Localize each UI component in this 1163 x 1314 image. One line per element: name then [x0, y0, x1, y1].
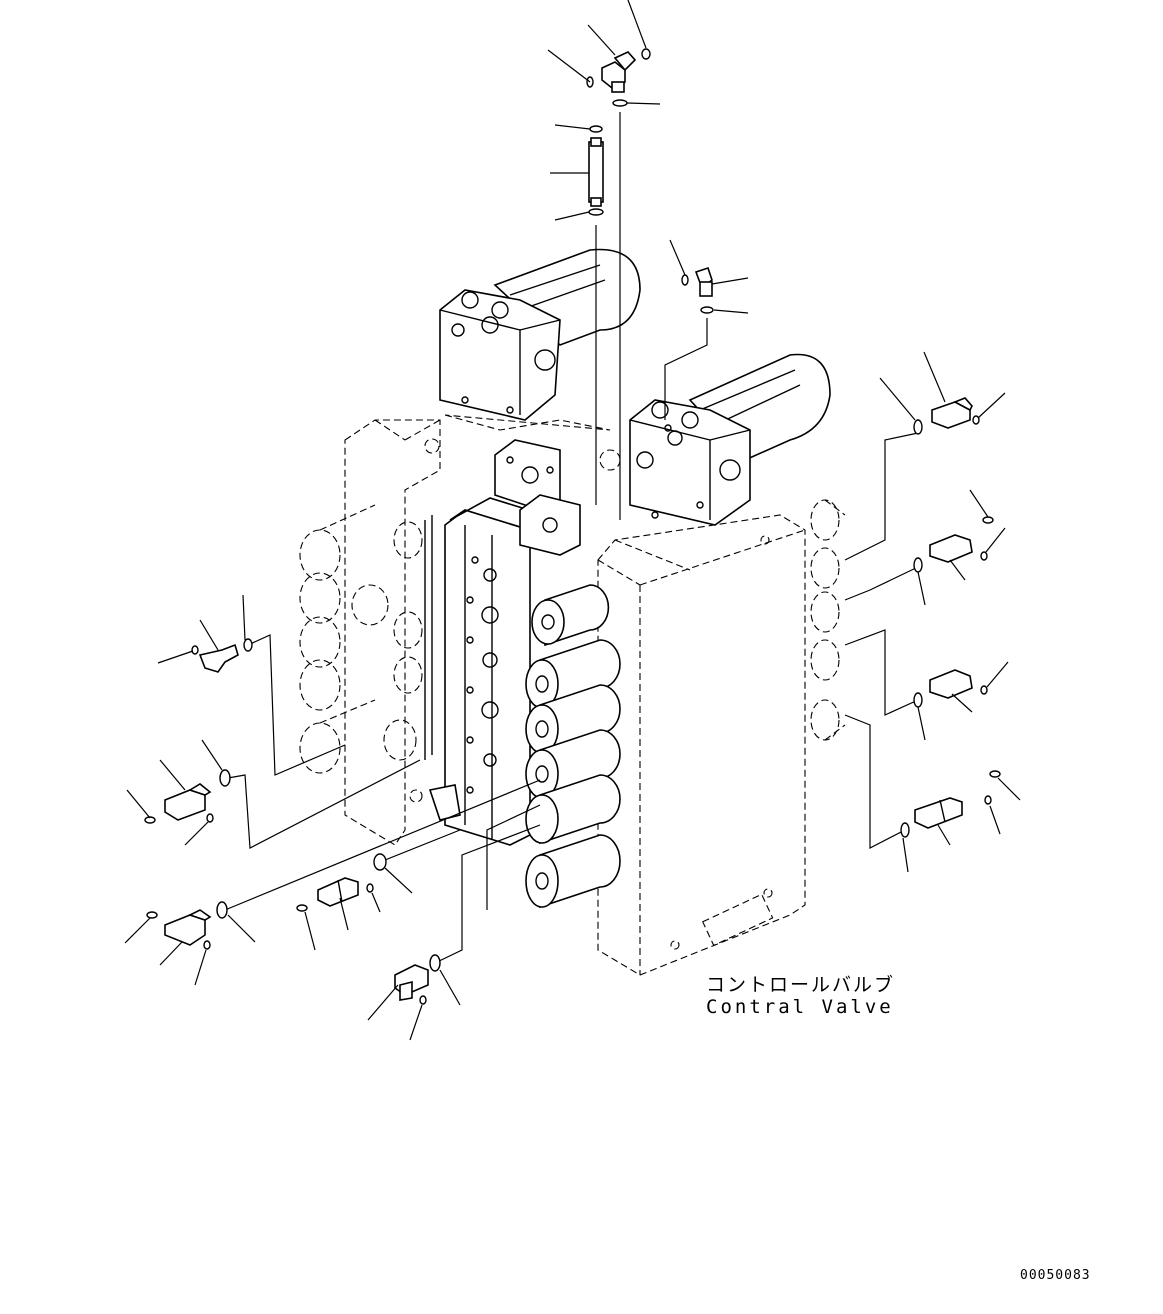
right-elbow-fitting-1 — [879, 351, 1006, 435]
drawing-number: 00050083 — [1020, 1268, 1091, 1283]
right-elbow-fitting-2 — [913, 489, 1006, 606]
valve-right-caps — [810, 499, 846, 741]
left-elbow-fitting-1 — [157, 594, 253, 673]
right-elbow-fitting-3 — [913, 661, 1009, 741]
upper-actuator-right — [519, 353, 831, 556]
valve-left-section — [299, 419, 441, 846]
left-straight-fitting-4 — [296, 853, 413, 951]
top-pipe-spacer — [550, 124, 604, 221]
valve-spool-caps — [525, 584, 621, 909]
component-label-japanese: コントロールバルブ — [706, 974, 896, 996]
right-straight-fitting-4 — [900, 770, 1021, 873]
upper-actuator-left — [439, 248, 641, 511]
valve-center-plate — [424, 497, 546, 846]
left-spool-caps — [299, 504, 423, 774]
left-tee-fitting-5 — [367, 954, 461, 1041]
valve-main-body — [597, 514, 806, 976]
left-tee-fitting-2 — [126, 739, 231, 846]
left-tee-fitting-3 — [124, 901, 256, 986]
top-tee-fitting — [547, 0, 661, 107]
component-label-english: Contral Valve — [706, 996, 894, 1018]
pilot-line-routes — [224, 112, 919, 964]
upper-right-elbow — [669, 239, 749, 314]
